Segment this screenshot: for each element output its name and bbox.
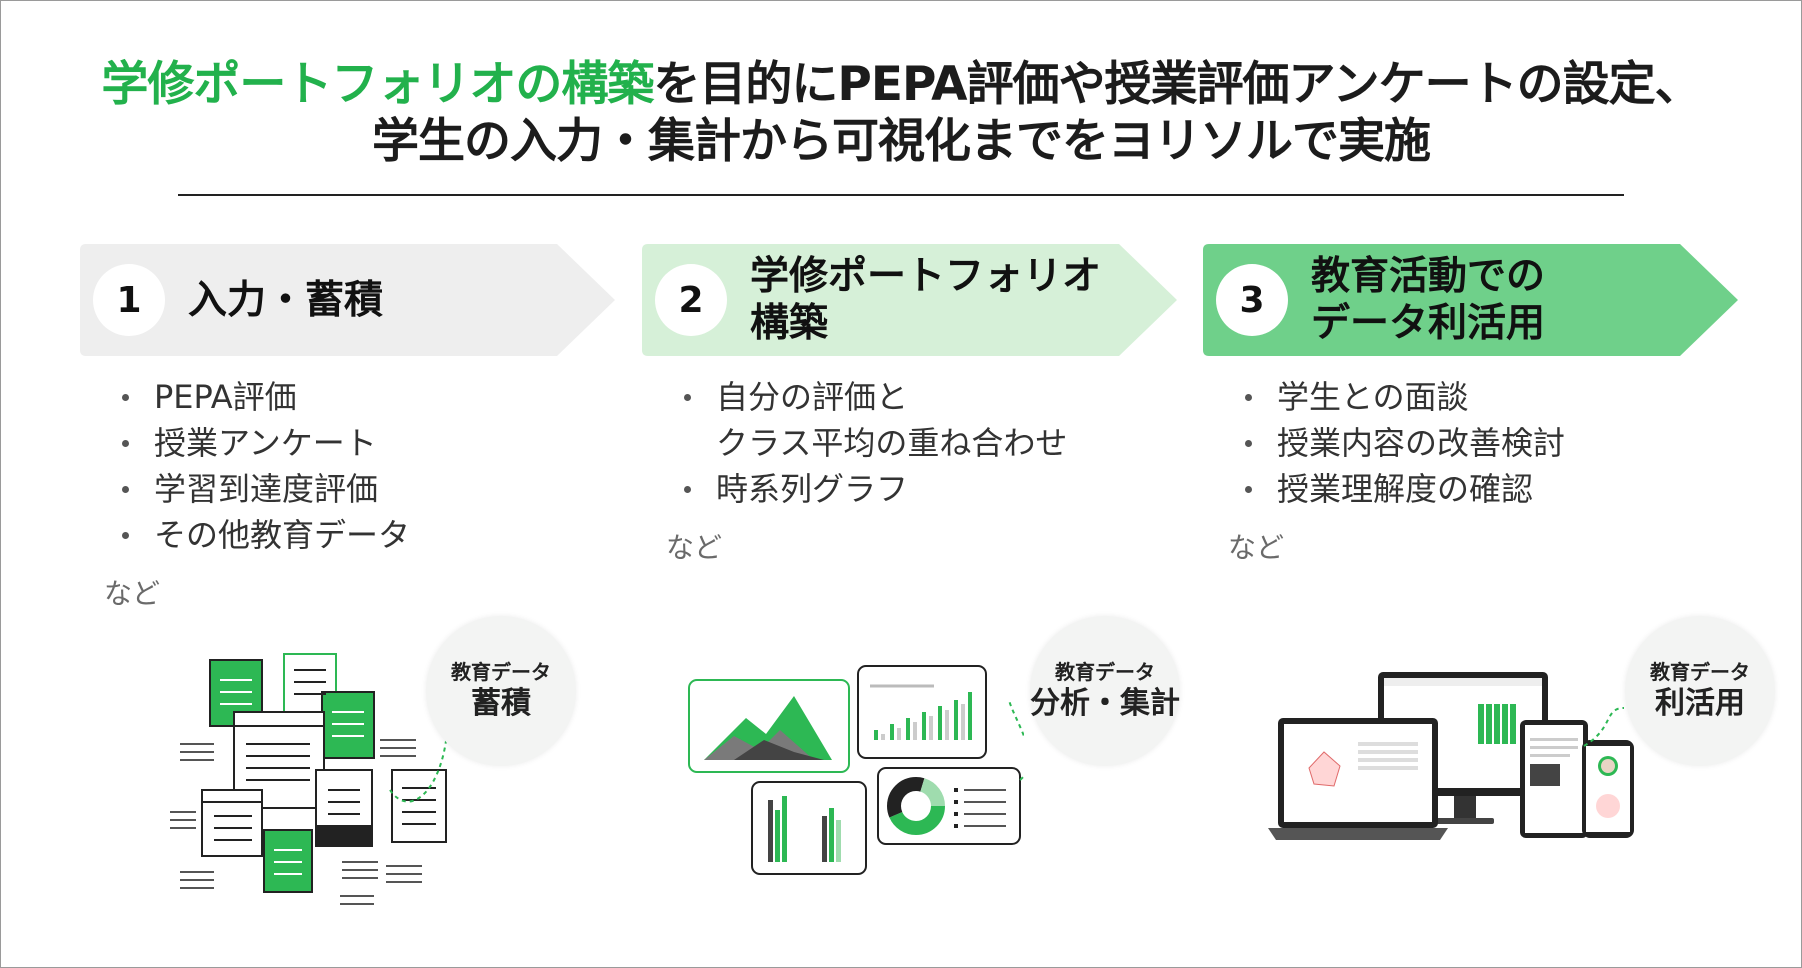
step-2-number: 2	[655, 264, 727, 336]
headline-highlight: 学修ポートフォリオの構築	[101, 57, 653, 112]
headline-line-1-rest: を目的にPEPA評価や授業評価アンケートの設定、	[653, 57, 1700, 112]
list-item: 学生との面談	[1233, 374, 1565, 420]
step-3-number: 3	[1216, 264, 1288, 336]
step-3-banner: 3 教育活動での データ利活用	[1203, 244, 1738, 356]
list-item: その他教育データ	[110, 512, 410, 558]
list-item: 時系列グラフ	[672, 466, 1067, 512]
step-1-badge-top: 教育データ	[451, 659, 551, 685]
step-2-etc: など	[666, 526, 722, 566]
list-item: 授業内容の改善検討	[1233, 420, 1565, 466]
headline-line-2: 学生の入力・集計から可視化までをヨリソルで実施	[0, 113, 1802, 170]
headline-divider	[178, 194, 1624, 196]
step-3-badge-main: 利活用	[1655, 685, 1745, 723]
step-2-banner: 2 学修ポートフォリオ 構築	[642, 244, 1177, 356]
step-3-title: 教育活動での データ利活用	[1311, 244, 1545, 356]
step-1-badge-main: 蓄積	[471, 685, 531, 723]
step-3-items: 学生との面談 授業内容の改善検討 授業理解度の確認	[1233, 374, 1565, 512]
step-2-badge-top: 教育データ	[1055, 659, 1155, 685]
step-1-title: 入力・蓄積	[188, 244, 383, 356]
step-1-badge: 教育データ 蓄積	[426, 616, 576, 766]
list-item: 授業アンケート	[110, 420, 410, 466]
step-2-badge-main: 分析・集計	[1030, 685, 1180, 723]
step-3-etc: など	[1228, 526, 1284, 566]
step-1-number: 1	[93, 264, 165, 336]
step-3-badge-top: 教育データ	[1650, 659, 1750, 685]
step-1-items: PEPA評価 授業アンケート 学習到達度評価 その他教育データ	[110, 374, 410, 558]
list-item: PEPA評価	[110, 374, 410, 420]
list-item: 自分の評価と クラス平均の重ね合わせ	[672, 374, 1067, 466]
step-2-title: 学修ポートフォリオ 構築	[750, 244, 1101, 356]
list-item: 授業理解度の確認	[1233, 466, 1565, 512]
charts-collage-icon	[684, 660, 1024, 880]
list-item: 学習到達度評価	[110, 466, 410, 512]
step-2-items: 自分の評価と クラス平均の重ね合わせ 時系列グラフ	[672, 374, 1067, 512]
headline: 学修ポートフォリオの構築を目的にPEPA評価や授業評価アンケートの設定、 学生の…	[0, 56, 1802, 170]
headline-line-1: 学修ポートフォリオの構築を目的にPEPA評価や授業評価アンケートの設定、	[0, 56, 1802, 113]
step-1-etc: など	[104, 572, 160, 612]
devices-dashboard-icon	[1264, 668, 1644, 878]
step-1-banner: 1 入力・蓄積	[80, 244, 615, 356]
step-2-badge: 教育データ 分析・集計	[1030, 616, 1180, 766]
step-3-badge: 教育データ 利活用	[1625, 616, 1775, 766]
